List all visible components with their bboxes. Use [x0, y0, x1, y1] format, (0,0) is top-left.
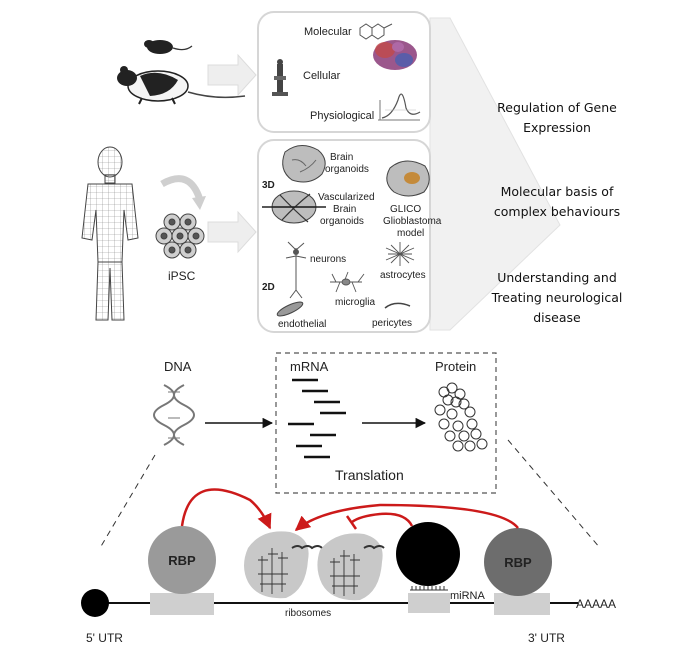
protein-label: Protein: [435, 359, 476, 374]
mirna-complex: [396, 522, 460, 586]
ribosomes-label: ribosomes: [285, 608, 331, 619]
brain-organoids-label-line2: organoids: [325, 164, 369, 175]
ipsc-cluster-icon: [155, 213, 205, 259]
rbp-binding-site-left: [150, 593, 214, 615]
microglia-icon: [330, 271, 365, 293]
three-prime-utr-label: 3' UTR: [528, 631, 565, 645]
rbp-left-activation-arrow: [180, 488, 272, 530]
model-panel: [257, 139, 431, 333]
mirna-binding-site: [408, 593, 450, 613]
protein-structure-icon: [373, 40, 417, 70]
translation-label: Translation: [335, 467, 404, 483]
glico-label-line3: model: [397, 228, 424, 239]
dna-label: DNA: [164, 359, 192, 374]
molecule-icon: [359, 23, 393, 40]
astrocyte-icon: [385, 242, 415, 266]
rbp-right-activation-arrow: [294, 503, 519, 531]
vascularized-label-line2: Brain: [333, 204, 356, 215]
mirna-repression-line: [351, 512, 414, 527]
outcome-3-line2: Treating neurological: [491, 290, 623, 305]
human-body-icon: [81, 146, 139, 321]
ipsc-label: iPSC: [168, 269, 196, 283]
protein-cluster-icon: [434, 382, 488, 452]
physiology-trace-icon: [378, 93, 421, 121]
brain-organoid-icon: [282, 145, 326, 183]
rbp-right: [484, 528, 552, 596]
ribosome-2: [317, 533, 385, 601]
physiological-label: Physiological: [310, 110, 374, 122]
outcome-2-line2: complex behaviours: [494, 204, 620, 219]
zoom-line-right: [507, 439, 601, 549]
dna-helix-icon: [153, 384, 195, 446]
arrow-to-model-panel: [207, 210, 257, 254]
five-prime-utr-label: 5' UTR: [86, 631, 123, 645]
translation-box: [275, 352, 497, 494]
mouse-icon: [144, 40, 193, 54]
reprogramming-curved-arrow: [160, 175, 204, 202]
molecular-label: Molecular: [304, 26, 352, 38]
ribosome-1: [244, 531, 323, 599]
microglia-label: microglia: [335, 297, 375, 308]
glico-label-line2: Glioblastoma: [383, 216, 442, 227]
endothelial-label: endothelial: [278, 319, 326, 330]
astrocytes-label: astrocytes: [380, 270, 426, 281]
poly-a-tail: AAAAA: [576, 597, 616, 611]
cellular-label: Cellular: [303, 70, 341, 82]
outcome-2-line1: Molecular basis of: [501, 184, 614, 199]
rbp-binding-site-right: [494, 593, 550, 615]
zoom-line-left: [99, 454, 156, 549]
neuron-icon: [285, 241, 307, 299]
mrna-label: mRNA: [290, 359, 329, 374]
mirna-label: miRNA: [450, 590, 485, 602]
endothelial-icon: [276, 301, 304, 317]
neurons-label: neurons: [310, 254, 346, 265]
glico-organoid-icon: [386, 160, 430, 197]
rat-icon: [117, 66, 246, 105]
brain-organoids-label-line1: Brain: [330, 152, 353, 163]
outcome-1-line2: Expression: [523, 120, 591, 135]
rbp-left: [148, 526, 216, 594]
rbp-right-label: RBP: [504, 555, 532, 570]
label-3d: 3D: [262, 180, 275, 191]
label-2d: 2D: [262, 282, 275, 293]
rbp-left-label: RBP: [168, 553, 196, 568]
mirna-strand: [410, 586, 448, 591]
outcome-1-line1: Regulation of Gene: [497, 100, 617, 115]
pericyte-icon: [384, 302, 411, 309]
vascularized-label-line1: Vascularized: [318, 192, 375, 203]
outcome-3-line3: disease: [533, 310, 581, 325]
mrna-strands: [288, 378, 346, 459]
mirna-repression-bar: [345, 515, 358, 530]
vascularized-organoid-icon: [262, 190, 326, 224]
glico-label-line1: GLICO: [390, 204, 421, 215]
microscope-icon: [272, 59, 288, 96]
five-prime-cap: [81, 589, 109, 617]
pericytes-label: pericytes: [372, 318, 412, 329]
arrow-to-experimental-panel: [207, 53, 257, 97]
vascularized-label-line3: organoids: [320, 216, 364, 227]
outcome-3-line1: Understanding and: [497, 270, 617, 285]
